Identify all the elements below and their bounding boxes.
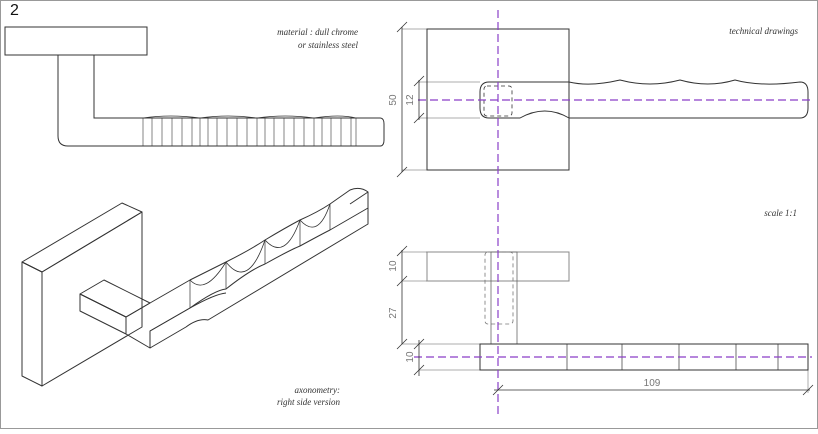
material-label-line1: material : dull chrome: [277, 27, 358, 37]
elevation-hidden-slot: [484, 251, 514, 325]
dim-12-text: 12: [405, 94, 416, 106]
axonometry-label-line2: right side version: [277, 397, 340, 407]
dim-109-text: 109: [644, 378, 661, 389]
dim-27-text: 27: [388, 307, 399, 319]
technical-drawings-label: technical drawings: [729, 26, 798, 36]
side-view: [4, 26, 385, 147]
dimension-texts: 50 12 10 27 10 109: [388, 94, 661, 389]
plan-view-arm: [479, 79, 809, 119]
material-label-line2: or stainless steel: [298, 40, 358, 50]
dimension-lines: [396, 21, 814, 396]
axo-plate-front: [41, 211, 143, 387]
centerlines: [414, 10, 812, 418]
axo-arm-ridge: [125, 187, 369, 318]
axo-arm-end: [79, 293, 127, 335]
axo-plate-top: [21, 202, 143, 273]
dim-50-text: 50: [388, 94, 399, 106]
axo-arm-body: [125, 192, 369, 349]
side-view-grooves: [142, 118, 357, 146]
axonometry-label-line1: axonometry:: [294, 385, 340, 395]
side-view-wave: [142, 115, 357, 119]
scale-label: scale 1:1: [764, 208, 797, 218]
elevation-view: [426, 251, 809, 371]
dim-10-text: 10: [388, 260, 399, 272]
dim-10b-text: 10: [405, 351, 416, 363]
axo-plate-side: [21, 261, 43, 387]
axo-grip-edges: [189, 204, 331, 308]
axo-grip-curves: [189, 203, 331, 286]
axonometry-view: [21, 187, 369, 387]
page-number: 2: [10, 2, 19, 19]
side-view-arm: [57, 55, 385, 147]
side-view-plate: [4, 26, 148, 56]
axo-arm-bottom: [149, 208, 369, 349]
